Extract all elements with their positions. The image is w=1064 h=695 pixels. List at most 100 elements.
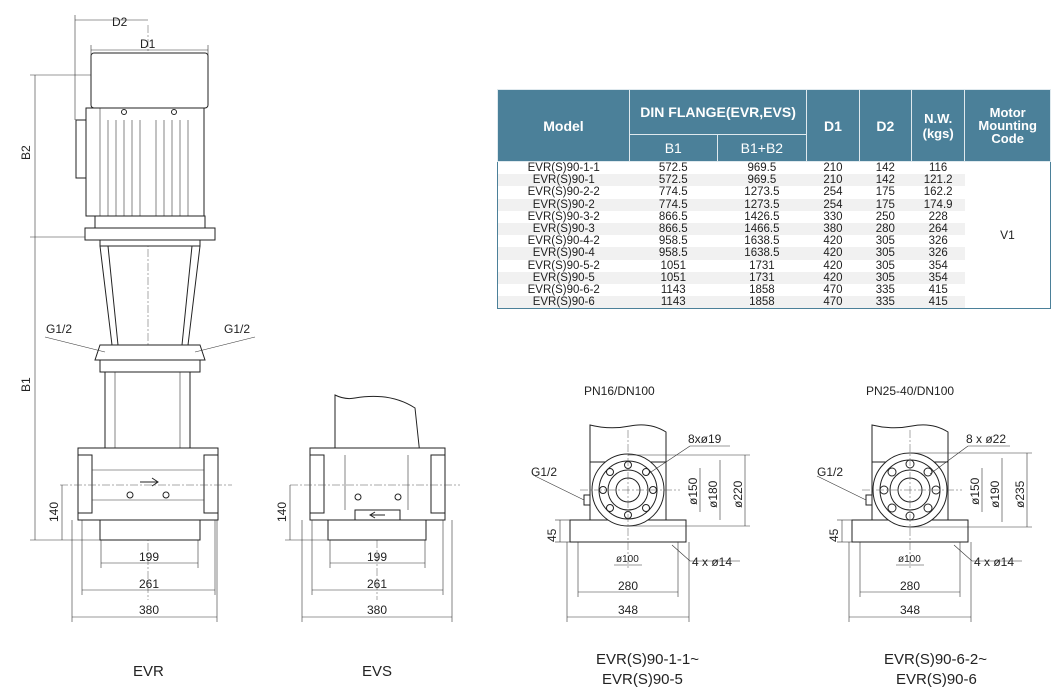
table-cell: 250 — [875, 210, 895, 223]
table-cell: 116 — [928, 162, 948, 175]
table-cell: 326 — [928, 235, 948, 248]
table-cell: 774.5 — [658, 186, 688, 199]
evs-dim-199: 199 — [367, 550, 387, 564]
table-cell: EVR(S)90-6-2 — [527, 283, 600, 296]
table-cell: 305 — [875, 235, 895, 248]
dim-b2: B2 — [19, 145, 33, 160]
table-cell: 415 — [911, 296, 965, 309]
table-cell: 174.9 — [911, 198, 965, 211]
table-cell: 1273.5 — [744, 186, 780, 199]
header-d2: D2 — [858, 89, 912, 162]
table-cell: 1051 — [660, 259, 687, 272]
table-cell: 415 — [928, 283, 948, 296]
table-cell: 572.5 — [629, 174, 718, 187]
flange1-feet: 4 x ø14 — [692, 555, 732, 569]
header-d1: D1 — [806, 89, 860, 162]
table-cell: 330 — [823, 210, 843, 223]
flange1-d180: ø180 — [706, 480, 720, 508]
header-b1b2: B1+B2 — [716, 134, 808, 162]
dimension-table: Model DIN FLANGE(EVR,EVS) D1 D2 N.W. (kg… — [497, 89, 1051, 310]
dim-140: 140 — [47, 502, 61, 522]
table-cell: EVR(S)90-1-1 — [527, 162, 600, 175]
table-cell: 420 — [806, 271, 860, 284]
flange2-d150: ø150 — [968, 477, 982, 505]
table-cell: 774.5 — [629, 198, 718, 211]
header-nw: N.W. (kgs) — [910, 89, 966, 162]
header-din-flange: DIN FLANGE(EVR,EVS) — [628, 89, 808, 135]
table-cell: 958.5 — [658, 235, 688, 248]
flange-view-pn16: PN16/DN100 8xø19 ø150 ø180 ø220 G1/2 45 … — [531, 384, 750, 688]
flange2-models-line1: EVR(S)90-6-2~ — [884, 651, 987, 668]
dim-d1: D1 — [140, 37, 156, 51]
table-cell: 969.5 — [717, 174, 807, 187]
dim-b1: B1 — [19, 377, 33, 392]
table-cell: 254 — [806, 198, 860, 211]
table-cell: 228 — [928, 210, 948, 223]
table-cell: 1466.5 — [717, 222, 807, 236]
evs-dim-380: 380 — [367, 603, 387, 617]
flange2-feet: 4 x ø14 — [974, 555, 1014, 569]
table-cell: 1858 — [717, 296, 807, 309]
header-motor-code: Motor Mounting Code — [964, 89, 1051, 162]
label-g12-left: G1/2 — [46, 322, 72, 336]
table-cell: 958.5 — [629, 247, 718, 260]
flange1-d100: ø100 — [616, 554, 639, 565]
dim-d2: D2 — [112, 15, 128, 29]
table-cell: 1273.5 — [717, 198, 807, 211]
flange1-d220: ø220 — [731, 480, 745, 508]
table-cell: 142 — [859, 174, 912, 187]
table-cell: 866.5 — [658, 210, 688, 223]
flange1-h45: 45 — [545, 528, 559, 542]
flange2-d190: ø190 — [988, 480, 1002, 508]
flange2-w280: 280 — [900, 579, 920, 593]
flange2-models-line2: EVR(S)90-6 — [896, 671, 977, 688]
flange2-d235: ø235 — [1013, 480, 1027, 508]
table-cell: 1426.5 — [744, 210, 780, 223]
table-cell: 1638.5 — [744, 235, 780, 248]
table-cell: EVR(S)90-5 — [497, 271, 630, 284]
header-model: Model — [497, 89, 630, 162]
table-cell: 142 — [875, 162, 895, 175]
table-cell: 335 — [875, 283, 895, 296]
evs-drawing: 140 199 261 380 EVS — [275, 394, 460, 680]
table-cell: 1731 — [749, 259, 775, 272]
dim-199: 199 — [139, 550, 159, 564]
flange1-g12: G1/2 — [531, 465, 557, 479]
table-cell: 420 — [806, 247, 860, 260]
table-cell: 470 — [806, 296, 860, 309]
table-cell: EVR(S)90-4 — [497, 247, 630, 260]
table-cell: 380 — [806, 222, 860, 236]
evr-title: EVR — [133, 663, 164, 680]
flange2-g12: G1/2 — [817, 465, 843, 479]
table-cell: 210 — [806, 174, 860, 187]
table-cell: 280 — [859, 222, 912, 236]
table-cell: EVR(S)90-2 — [497, 198, 630, 211]
table-row: EVR(S)90-3-2 866.5 1426.5 330 250 228 — [498, 211, 1051, 223]
table-cell: EVR(S)90-3-2 — [527, 210, 600, 223]
flange1-w280: 280 — [618, 579, 638, 593]
table-cell: 264 — [911, 222, 965, 236]
table-cell: 420 — [823, 235, 843, 248]
table-cell: EVR(S)90-2-2 — [527, 186, 600, 199]
table-cell: 254 — [823, 186, 843, 199]
flange-view-pn25-40: PN25-40/DN100 8 x ø22 ø150 ø190 ø235 G1/… — [816, 384, 1032, 688]
table-cell: 1638.5 — [717, 247, 807, 260]
table-cell: 305 — [875, 259, 895, 272]
table-cell: 335 — [859, 296, 912, 309]
evs-dim-140: 140 — [275, 502, 289, 522]
flange1-models-line1: EVR(S)90-1-1~ — [596, 651, 699, 668]
table-cell: 175 — [859, 198, 912, 211]
table-cell: EVR(S)90-1 — [497, 174, 630, 187]
evs-title: EVS — [362, 663, 392, 680]
flange2-title: PN25-40/DN100 — [866, 384, 954, 398]
flange2-d100: ø100 — [898, 554, 921, 565]
table-cell: EVR(S)90-6 — [497, 296, 630, 309]
table-cell: 420 — [823, 259, 843, 272]
